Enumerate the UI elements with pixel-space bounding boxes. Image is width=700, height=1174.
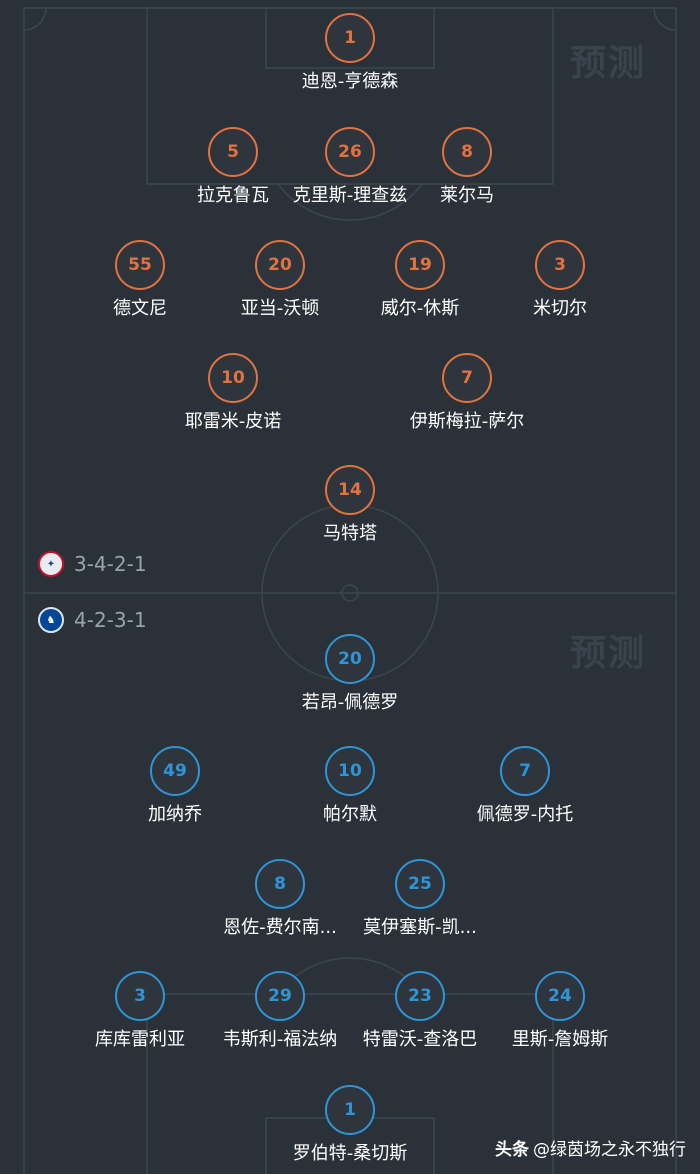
- player-number: 24: [535, 971, 585, 1021]
- player-name: 伊斯梅拉-萨尔: [409, 411, 525, 432]
- player-number: 5: [208, 127, 258, 177]
- player-number: 1: [325, 13, 375, 63]
- player-home[interactable]: 5 拉克鲁瓦: [153, 127, 313, 207]
- player-away[interactable]: 10 帕尔默: [270, 746, 430, 826]
- player-name: 加纳乔: [148, 804, 202, 825]
- player-home[interactable]: 20 亚当-沃顿: [200, 240, 360, 320]
- player-number: 55: [115, 240, 165, 290]
- player-home[interactable]: 7 伊斯梅拉-萨尔: [387, 353, 547, 433]
- player-home[interactable]: 1 迪恩-亨德森: [270, 13, 430, 93]
- player-number: 8: [255, 859, 305, 909]
- player-name: 耶雷米-皮诺: [184, 411, 282, 432]
- source-credit: 头条@绿茵场之永不独行: [495, 1135, 686, 1160]
- player-name: 恩佐-费尔南...: [223, 917, 337, 938]
- player-away[interactable]: 1 罗伯特-桑切斯: [270, 1085, 430, 1165]
- player-away[interactable]: 49 加纳乔: [95, 746, 255, 826]
- player-away[interactable]: 24 里斯-詹姆斯: [480, 971, 640, 1051]
- player-number: 7: [442, 353, 492, 403]
- player-number: 3: [535, 240, 585, 290]
- crystal-palace-crest-icon: ✦: [38, 551, 64, 577]
- player-name: 莫伊塞斯-凯...: [363, 917, 477, 938]
- player-number: 10: [325, 746, 375, 796]
- player-home[interactable]: 3 米切尔: [480, 240, 640, 320]
- player-number: 7: [500, 746, 550, 796]
- player-name: 韦斯利-福法纳: [222, 1029, 338, 1050]
- player-number: 25: [395, 859, 445, 909]
- player-away[interactable]: 8 恩佐-费尔南...: [200, 859, 360, 939]
- player-number: 26: [325, 127, 375, 177]
- home-formation: ✦ 3-4-2-1: [38, 551, 147, 577]
- player-number: 3: [115, 971, 165, 1021]
- player-number: 19: [395, 240, 445, 290]
- player-number: 49: [150, 746, 200, 796]
- player-away[interactable]: 20 若昂-佩德罗: [270, 634, 430, 714]
- player-home[interactable]: 26 克里斯-理查兹: [270, 127, 430, 207]
- away-formation-label: 4-2-3-1: [74, 608, 147, 632]
- player-name: 特雷沃-查洛巴: [362, 1029, 478, 1050]
- player-name: 亚当-沃顿: [240, 298, 320, 319]
- chelsea-crest-icon: ♞: [38, 607, 64, 633]
- player-name: 帕尔默: [323, 804, 377, 825]
- player-name: 莱尔马: [440, 185, 494, 206]
- player-number: 29: [255, 971, 305, 1021]
- player-number: 14: [325, 465, 375, 515]
- author-handle: @绿茵场之永不独行: [533, 1140, 686, 1160]
- player-number: 10: [208, 353, 258, 403]
- player-number: 23: [395, 971, 445, 1021]
- home-formation-label: 3-4-2-1: [74, 552, 147, 576]
- player-away[interactable]: 7 佩德罗-内托: [445, 746, 605, 826]
- player-name: 里斯-詹姆斯: [511, 1029, 609, 1050]
- player-home[interactable]: 8 莱尔马: [387, 127, 547, 207]
- player-name: 若昂-佩德罗: [301, 692, 399, 713]
- player-name: 罗伯特-桑切斯: [292, 1143, 408, 1164]
- player-name: 佩德罗-内托: [476, 804, 574, 825]
- prediction-watermark-away: 预测: [570, 633, 647, 674]
- player-number: 8: [442, 127, 492, 177]
- player-away[interactable]: 29 韦斯利-福法纳: [200, 971, 360, 1051]
- player-away[interactable]: 25 莫伊塞斯-凯...: [340, 859, 500, 939]
- player-name: 德文尼: [113, 298, 167, 319]
- player-home[interactable]: 14 马特塔: [270, 465, 430, 545]
- player-number: 1: [325, 1085, 375, 1135]
- player-number: 20: [325, 634, 375, 684]
- player-name: 威尔-休斯: [380, 298, 460, 319]
- player-away[interactable]: 23 特雷沃-查洛巴: [340, 971, 500, 1051]
- player-name: 米切尔: [533, 298, 587, 319]
- player-home[interactable]: 19 威尔-休斯: [340, 240, 500, 320]
- player-number: 20: [255, 240, 305, 290]
- player-name: 马特塔: [323, 523, 377, 544]
- player-name: 迪恩-亨德森: [301, 71, 399, 92]
- player-name: 库库雷利亚: [95, 1029, 185, 1050]
- toutiao-brand: 头条: [495, 1140, 529, 1160]
- player-away[interactable]: 3 库库雷利亚: [60, 971, 220, 1051]
- player-home[interactable]: 10 耶雷米-皮诺: [153, 353, 313, 433]
- player-home[interactable]: 55 德文尼: [60, 240, 220, 320]
- prediction-watermark-home: 预测: [570, 43, 647, 84]
- away-formation: ♞ 4-2-3-1: [38, 607, 147, 633]
